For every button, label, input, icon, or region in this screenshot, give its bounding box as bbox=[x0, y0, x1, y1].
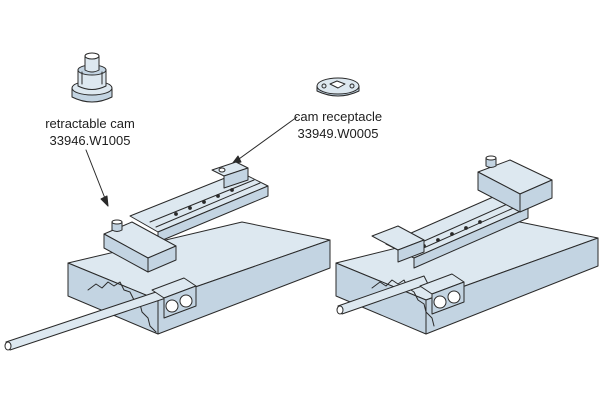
receptacle-leader-line bbox=[231, 116, 298, 165]
cam-receptacle-callout: cam receptacle 33949.W0005 bbox=[268, 108, 408, 142]
left-base-side bbox=[157, 239, 331, 335]
right-base-side bbox=[425, 237, 599, 335]
left-fixture-assembly bbox=[4, 161, 331, 351]
callout-leaders bbox=[85, 116, 298, 207]
cam-leader-line bbox=[85, 149, 109, 207]
right-fixture-assembly bbox=[335, 155, 599, 335]
retractable-cam-detail bbox=[71, 52, 113, 103]
cam-receptacle-label: cam receptacle bbox=[293, 109, 383, 124]
cam-leader-arrow bbox=[100, 195, 109, 207]
retractable-cam-part-number: 33946.W1005 bbox=[49, 133, 131, 148]
retractable-cam-callout: retractable cam 33946.W1005 bbox=[30, 115, 150, 149]
cam-receptacle-detail bbox=[316, 77, 360, 97]
cam-receptacle-part-number: 33949.W0005 bbox=[297, 126, 379, 141]
retractable-cam-label: retractable cam bbox=[45, 116, 135, 131]
